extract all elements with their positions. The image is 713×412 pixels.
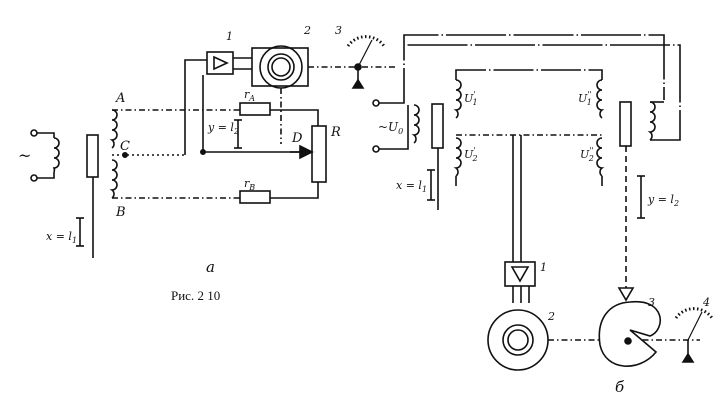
- source-symbol: ~: [18, 146, 31, 165]
- label-C: C: [120, 139, 130, 154]
- label-R: R: [330, 125, 341, 140]
- source-terminal-top: [30, 129, 38, 137]
- amplifier-triangle-icon: [510, 266, 530, 283]
- label-num-1: 1: [226, 30, 233, 43]
- amplifier-box: [206, 51, 234, 75]
- label-letter-a: a: [206, 258, 215, 276]
- label-rA: rA: [244, 88, 255, 103]
- core-right: [619, 101, 632, 147]
- label-num-1-right: 1: [540, 261, 547, 274]
- label-num-4-right: 4: [702, 296, 710, 309]
- coil-u2pp-icon: [596, 137, 605, 177]
- figure-caption: Рис. 2 10: [171, 288, 220, 303]
- label-num-2: 2: [303, 24, 311, 37]
- label-rB: rB: [244, 177, 255, 192]
- output-coil-icon: [647, 101, 656, 141]
- dial-scale-icon: [346, 35, 386, 89]
- label-A: A: [115, 91, 125, 106]
- label-B: B: [115, 205, 126, 220]
- label-x-eq-right: x = l1: [396, 179, 427, 194]
- coil-u2p-icon: [453, 137, 462, 177]
- input-coil-icon: [411, 104, 420, 144]
- label-u2p: U'2: [464, 146, 478, 163]
- label-x-eq: x = l1: [46, 230, 77, 245]
- u0-terminal-bottom: [372, 145, 380, 153]
- resistor-rA: [239, 102, 271, 116]
- motor-icon: [487, 309, 549, 371]
- coil-u1p-icon: [453, 79, 462, 119]
- right-scheme: [372, 34, 713, 371]
- cam-icon: [598, 301, 662, 367]
- dial-scale-icon: [674, 307, 713, 363]
- coil-u1pp-icon: [596, 79, 605, 119]
- source-terminal-bottom: [30, 174, 38, 182]
- primary-coil-icon: [52, 137, 60, 173]
- amplifier-box-right: [504, 261, 536, 287]
- label-num-3-right: 3: [648, 296, 655, 309]
- label-y-eq: y = l2: [207, 121, 239, 136]
- transducer-core: [86, 134, 99, 178]
- u0-terminal-top: [372, 99, 380, 107]
- label-num-3: 3: [335, 24, 342, 37]
- label-u0: ~U0: [378, 120, 403, 136]
- label-letter-b: б: [615, 378, 625, 396]
- secondary-coil-icon: [109, 109, 118, 199]
- labels-left: ~ A C B D R rA rB y = l2 x = l1 1 2 3 a …: [18, 24, 342, 303]
- label-u1pp: U''1: [578, 90, 592, 107]
- core-left: [431, 103, 444, 149]
- label-y-eq-right: y = l2: [647, 193, 679, 208]
- label-u2pp: U''2: [580, 146, 594, 163]
- label-num-2-right: 2: [547, 310, 555, 323]
- resistor-rB: [239, 190, 271, 204]
- slider-arrow-icon: [299, 144, 314, 160]
- label-D: D: [291, 131, 303, 146]
- cam-follower-arrow-icon: [617, 287, 635, 302]
- amplifier-triangle-icon: [213, 55, 229, 71]
- left-scheme: [30, 35, 395, 258]
- labels-right: ~U0 U'1 U'2 U''1 U''2 x = l1 y = l2 1 2 …: [378, 90, 710, 396]
- rheostat-icon: [311, 125, 327, 183]
- label-u1p: U'1: [464, 90, 478, 107]
